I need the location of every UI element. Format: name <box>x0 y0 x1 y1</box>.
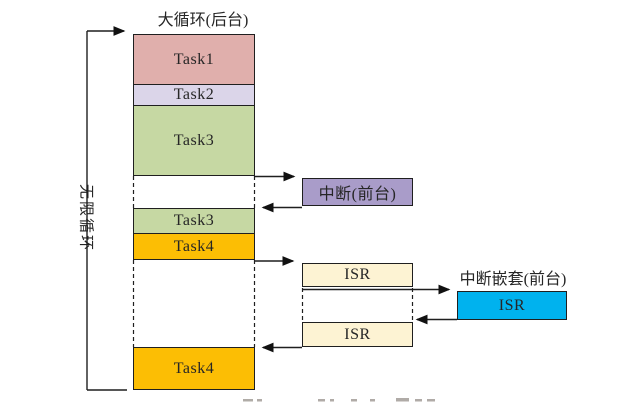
interrupt-foreground-box: 中断(前台) <box>302 178 413 206</box>
task4-block: Task4 <box>133 233 255 260</box>
task3-block: Task3 <box>133 105 255 176</box>
nested-interrupt-title: 中断嵌套(前台) <box>459 271 567 288</box>
isr-box-1: ISR <box>302 263 413 287</box>
task3-resume-block: Task3 <box>133 208 255 234</box>
background-loop-title: 大循环(后台) <box>157 12 249 29</box>
nested-isr-box: ISR <box>457 291 567 320</box>
infinite-loop-label: 无限循环 <box>76 178 98 258</box>
task1-block: Task1 <box>133 34 255 85</box>
isr-box-2: ISR <box>302 322 413 347</box>
clipped-caption-marks <box>243 398 435 402</box>
task4-resume-block: Task4 <box>133 347 255 390</box>
task2-block: Task2 <box>133 84 255 106</box>
